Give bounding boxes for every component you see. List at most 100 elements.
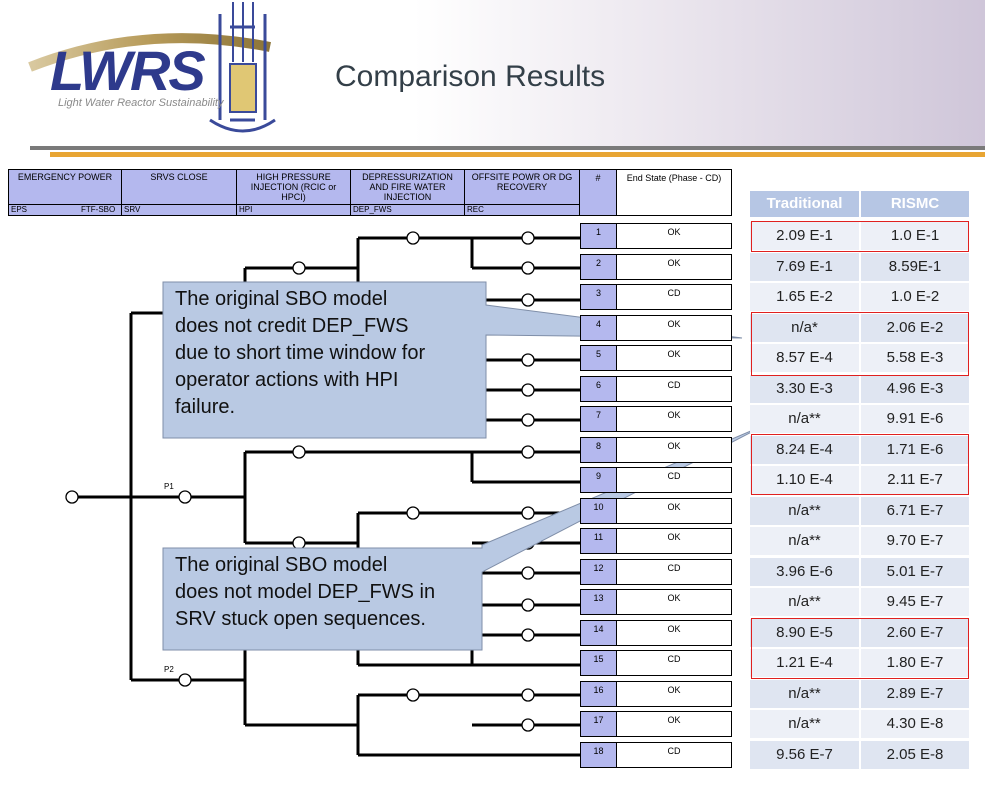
page-title: Comparison Results xyxy=(335,60,606,93)
traditional-value: 1.21 E-4 xyxy=(750,649,859,677)
col-hpi-code: HPI xyxy=(239,205,253,214)
sequence-number: 10 xyxy=(580,498,617,524)
col-emergency-power: EMERGENCY POWER EPS FTF-SBO xyxy=(8,169,122,216)
sequence-end-state: CD xyxy=(616,284,732,310)
callout-2-line: The original SBO model xyxy=(175,554,388,576)
traditional-value: n/a** xyxy=(750,405,859,433)
header-band xyxy=(0,0,985,148)
rismc-value: 9.70 E-7 xyxy=(861,527,969,555)
col-dep-fws: DEPRESSURIZATION AND FIRE WATER INJECTIO… xyxy=(350,169,465,216)
traditional-value: n/a** xyxy=(750,588,859,616)
results-header-traditional: Traditional xyxy=(750,191,859,217)
callout-1-line: operator actions with HPI xyxy=(175,369,399,391)
col-srvs-close-code: SRV xyxy=(124,205,141,214)
rismc-value: 1.0 E-1 xyxy=(861,222,969,250)
callout-1-line: does not credit DEP_FWS xyxy=(175,315,409,337)
traditional-value: 7.69 E-1 xyxy=(750,253,859,281)
sequence-end-state: OK xyxy=(616,498,732,524)
branch-label-p2: P2 xyxy=(164,665,174,674)
sequence-number: 18 xyxy=(580,742,617,768)
traditional-value: 3.96 E-6 xyxy=(750,558,859,586)
rismc-value: 8.59E-1 xyxy=(861,253,969,281)
traditional-value: n/a* xyxy=(750,314,859,342)
results-header-rismc: RISMC xyxy=(861,191,969,217)
sequence-end-state: OK xyxy=(616,681,732,707)
col-srvs-close: SRVS CLOSE SRV xyxy=(121,169,237,216)
sequence-number: 8 xyxy=(580,437,617,463)
rismc-value: 9.91 E-6 xyxy=(861,405,969,433)
sequence-end-state: OK xyxy=(616,711,732,737)
sequence-number: 13 xyxy=(580,589,617,615)
sequence-number: 3 xyxy=(580,284,617,310)
branch-label-p1: P1 xyxy=(164,482,174,491)
sequence-end-state: OK xyxy=(616,620,732,646)
callout-1-line: failure. xyxy=(175,396,236,418)
col-rec-code: REC xyxy=(467,205,484,214)
traditional-value: 2.09 E-1 xyxy=(750,222,859,250)
col-emergency-power-code2: FTF-SBO xyxy=(81,205,116,214)
rismc-value: 1.80 E-7 xyxy=(861,649,969,677)
rismc-value: 4.96 E-3 xyxy=(861,375,969,403)
traditional-value: 8.57 E-4 xyxy=(750,344,859,372)
col-rec: OFFSITE POWR OR DG RECOVERY REC xyxy=(464,169,580,216)
traditional-value: 1.10 E-4 xyxy=(750,466,859,494)
callout-2-line: does not model DEP_FWS in xyxy=(175,581,436,603)
sequence-end-state: OK xyxy=(616,406,732,432)
sequence-number: 14 xyxy=(580,620,617,646)
rismc-value: 4.30 E-8 xyxy=(861,710,969,738)
col-end-state: End State (Phase - CD) xyxy=(616,169,732,216)
col-dep-fws-code: DEP_FWS xyxy=(353,205,392,214)
sequence-end-state: CD xyxy=(616,559,732,585)
sequence-end-state: OK xyxy=(616,315,732,341)
rismc-value: 1.0 E-2 xyxy=(861,283,969,311)
sequence-number: 12 xyxy=(580,559,617,585)
col-hpi: HIGH PRESSURE INJECTION (RCIC or HPCI) H… xyxy=(236,169,351,216)
sequence-number: 6 xyxy=(580,376,617,402)
callout-1-line: The original SBO model xyxy=(175,288,388,310)
sequence-end-state: CD xyxy=(616,467,732,493)
callout-2-text: The original SBO model does not model DE… xyxy=(175,552,435,633)
col-hpi-title: HIGH PRESSURE INJECTION (RCIC or HPCI) xyxy=(250,172,337,202)
traditional-value: n/a** xyxy=(750,527,859,555)
rismc-value: 9.45 E-7 xyxy=(861,588,969,616)
traditional-value: 9.56 E-7 xyxy=(750,741,859,769)
rismc-value: 2.89 E-7 xyxy=(861,680,969,708)
col-srvs-close-title: SRVS CLOSE xyxy=(150,172,208,182)
rismc-value: 2.60 E-7 xyxy=(861,619,969,647)
col-dep-fws-title: DEPRESSURIZATION AND FIRE WATER INJECTIO… xyxy=(362,172,453,202)
logo-subtitle: Light Water Reactor Sustainability xyxy=(58,97,224,109)
sequence-number: 1 xyxy=(580,223,617,249)
sequence-number: 2 xyxy=(580,254,617,280)
sequence-number: 15 xyxy=(580,650,617,676)
rismc-value: 6.71 E-7 xyxy=(861,497,969,525)
traditional-value: 3.30 E-3 xyxy=(750,375,859,403)
rismc-value: 1.71 E-6 xyxy=(861,436,969,464)
sequence-end-state: OK xyxy=(616,345,732,371)
sequence-number: 11 xyxy=(580,528,617,554)
sequence-end-state: OK xyxy=(616,528,732,554)
sequence-number: 17 xyxy=(580,711,617,737)
sequence-end-state: OK xyxy=(616,254,732,280)
traditional-value: n/a** xyxy=(750,497,859,525)
sequence-number: 4 xyxy=(580,315,617,341)
callout-1-line: due to short time window for xyxy=(175,342,426,364)
rismc-value: 2.05 E-8 xyxy=(861,741,969,769)
header-rule-gray xyxy=(30,146,985,150)
sequence-number: 5 xyxy=(580,345,617,371)
svg-text:LWRS: LWRS xyxy=(50,39,205,102)
lwrs-logo: LWRS xyxy=(28,2,276,133)
header-rule-gold xyxy=(50,152,985,157)
sequence-end-state: OK xyxy=(616,223,732,249)
callout-1-text: The original SBO model does not credit D… xyxy=(175,286,425,421)
col-emergency-power-title: EMERGENCY POWER xyxy=(17,172,113,182)
traditional-value: 8.24 E-4 xyxy=(750,436,859,464)
sequence-end-state: CD xyxy=(616,650,732,676)
traditional-value: 1.65 E-2 xyxy=(750,283,859,311)
rismc-value: 5.01 E-7 xyxy=(861,558,969,586)
traditional-value: n/a** xyxy=(750,680,859,708)
sequence-number: 7 xyxy=(580,406,617,432)
traditional-value: n/a** xyxy=(750,710,859,738)
sequence-end-state: CD xyxy=(616,742,732,768)
sequence-number: 9 xyxy=(580,467,617,493)
sequence-number: 16 xyxy=(580,681,617,707)
